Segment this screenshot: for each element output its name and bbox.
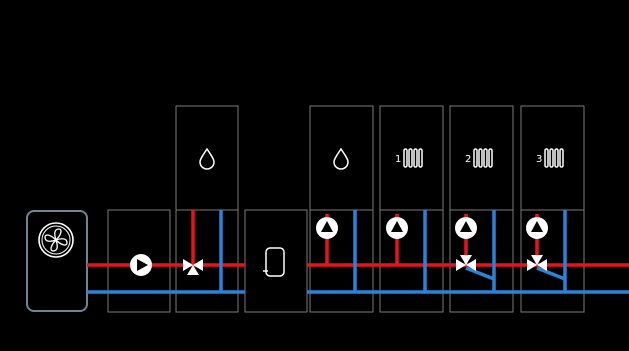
circulation-pump-icon[interactable] bbox=[130, 254, 152, 276]
circuit-1-number: 1 bbox=[395, 154, 401, 165]
radiator-icon bbox=[403, 148, 423, 168]
buffer-tank-box[interactable] bbox=[244, 209, 308, 313]
heating-circuit-2-pump-icon[interactable] bbox=[455, 217, 477, 239]
circuit-2-number: 2 bbox=[465, 154, 471, 165]
heating-circuit-3-box[interactable] bbox=[520, 105, 585, 211]
dhw-circuit-pump-icon[interactable] bbox=[316, 217, 338, 239]
water-drop-icon bbox=[333, 147, 349, 170]
heating-circuit-1-pump-icon[interactable] bbox=[386, 217, 408, 239]
three-way-valve-icon[interactable] bbox=[183, 259, 203, 275]
radiator-icon bbox=[544, 148, 564, 168]
dhw-tank-box[interactable] bbox=[175, 105, 239, 211]
heating-circuit-3-pump-icon[interactable] bbox=[526, 217, 548, 239]
top-band bbox=[0, 0, 629, 6]
mixing-valve-icon[interactable] bbox=[456, 255, 476, 271]
tank-icon bbox=[263, 247, 285, 277]
radiator-icon bbox=[473, 148, 493, 168]
mixing-valve-icon[interactable] bbox=[527, 255, 547, 271]
dhw-circuit-box[interactable] bbox=[309, 105, 374, 211]
fan-icon bbox=[38, 222, 74, 258]
water-drop-icon bbox=[199, 147, 215, 170]
circuit-3-number: 3 bbox=[536, 154, 542, 165]
return-line bbox=[87, 210, 629, 294]
heating-circuit-3-pump-box[interactable] bbox=[520, 209, 585, 313]
dhw-pump-box[interactable] bbox=[309, 209, 374, 313]
